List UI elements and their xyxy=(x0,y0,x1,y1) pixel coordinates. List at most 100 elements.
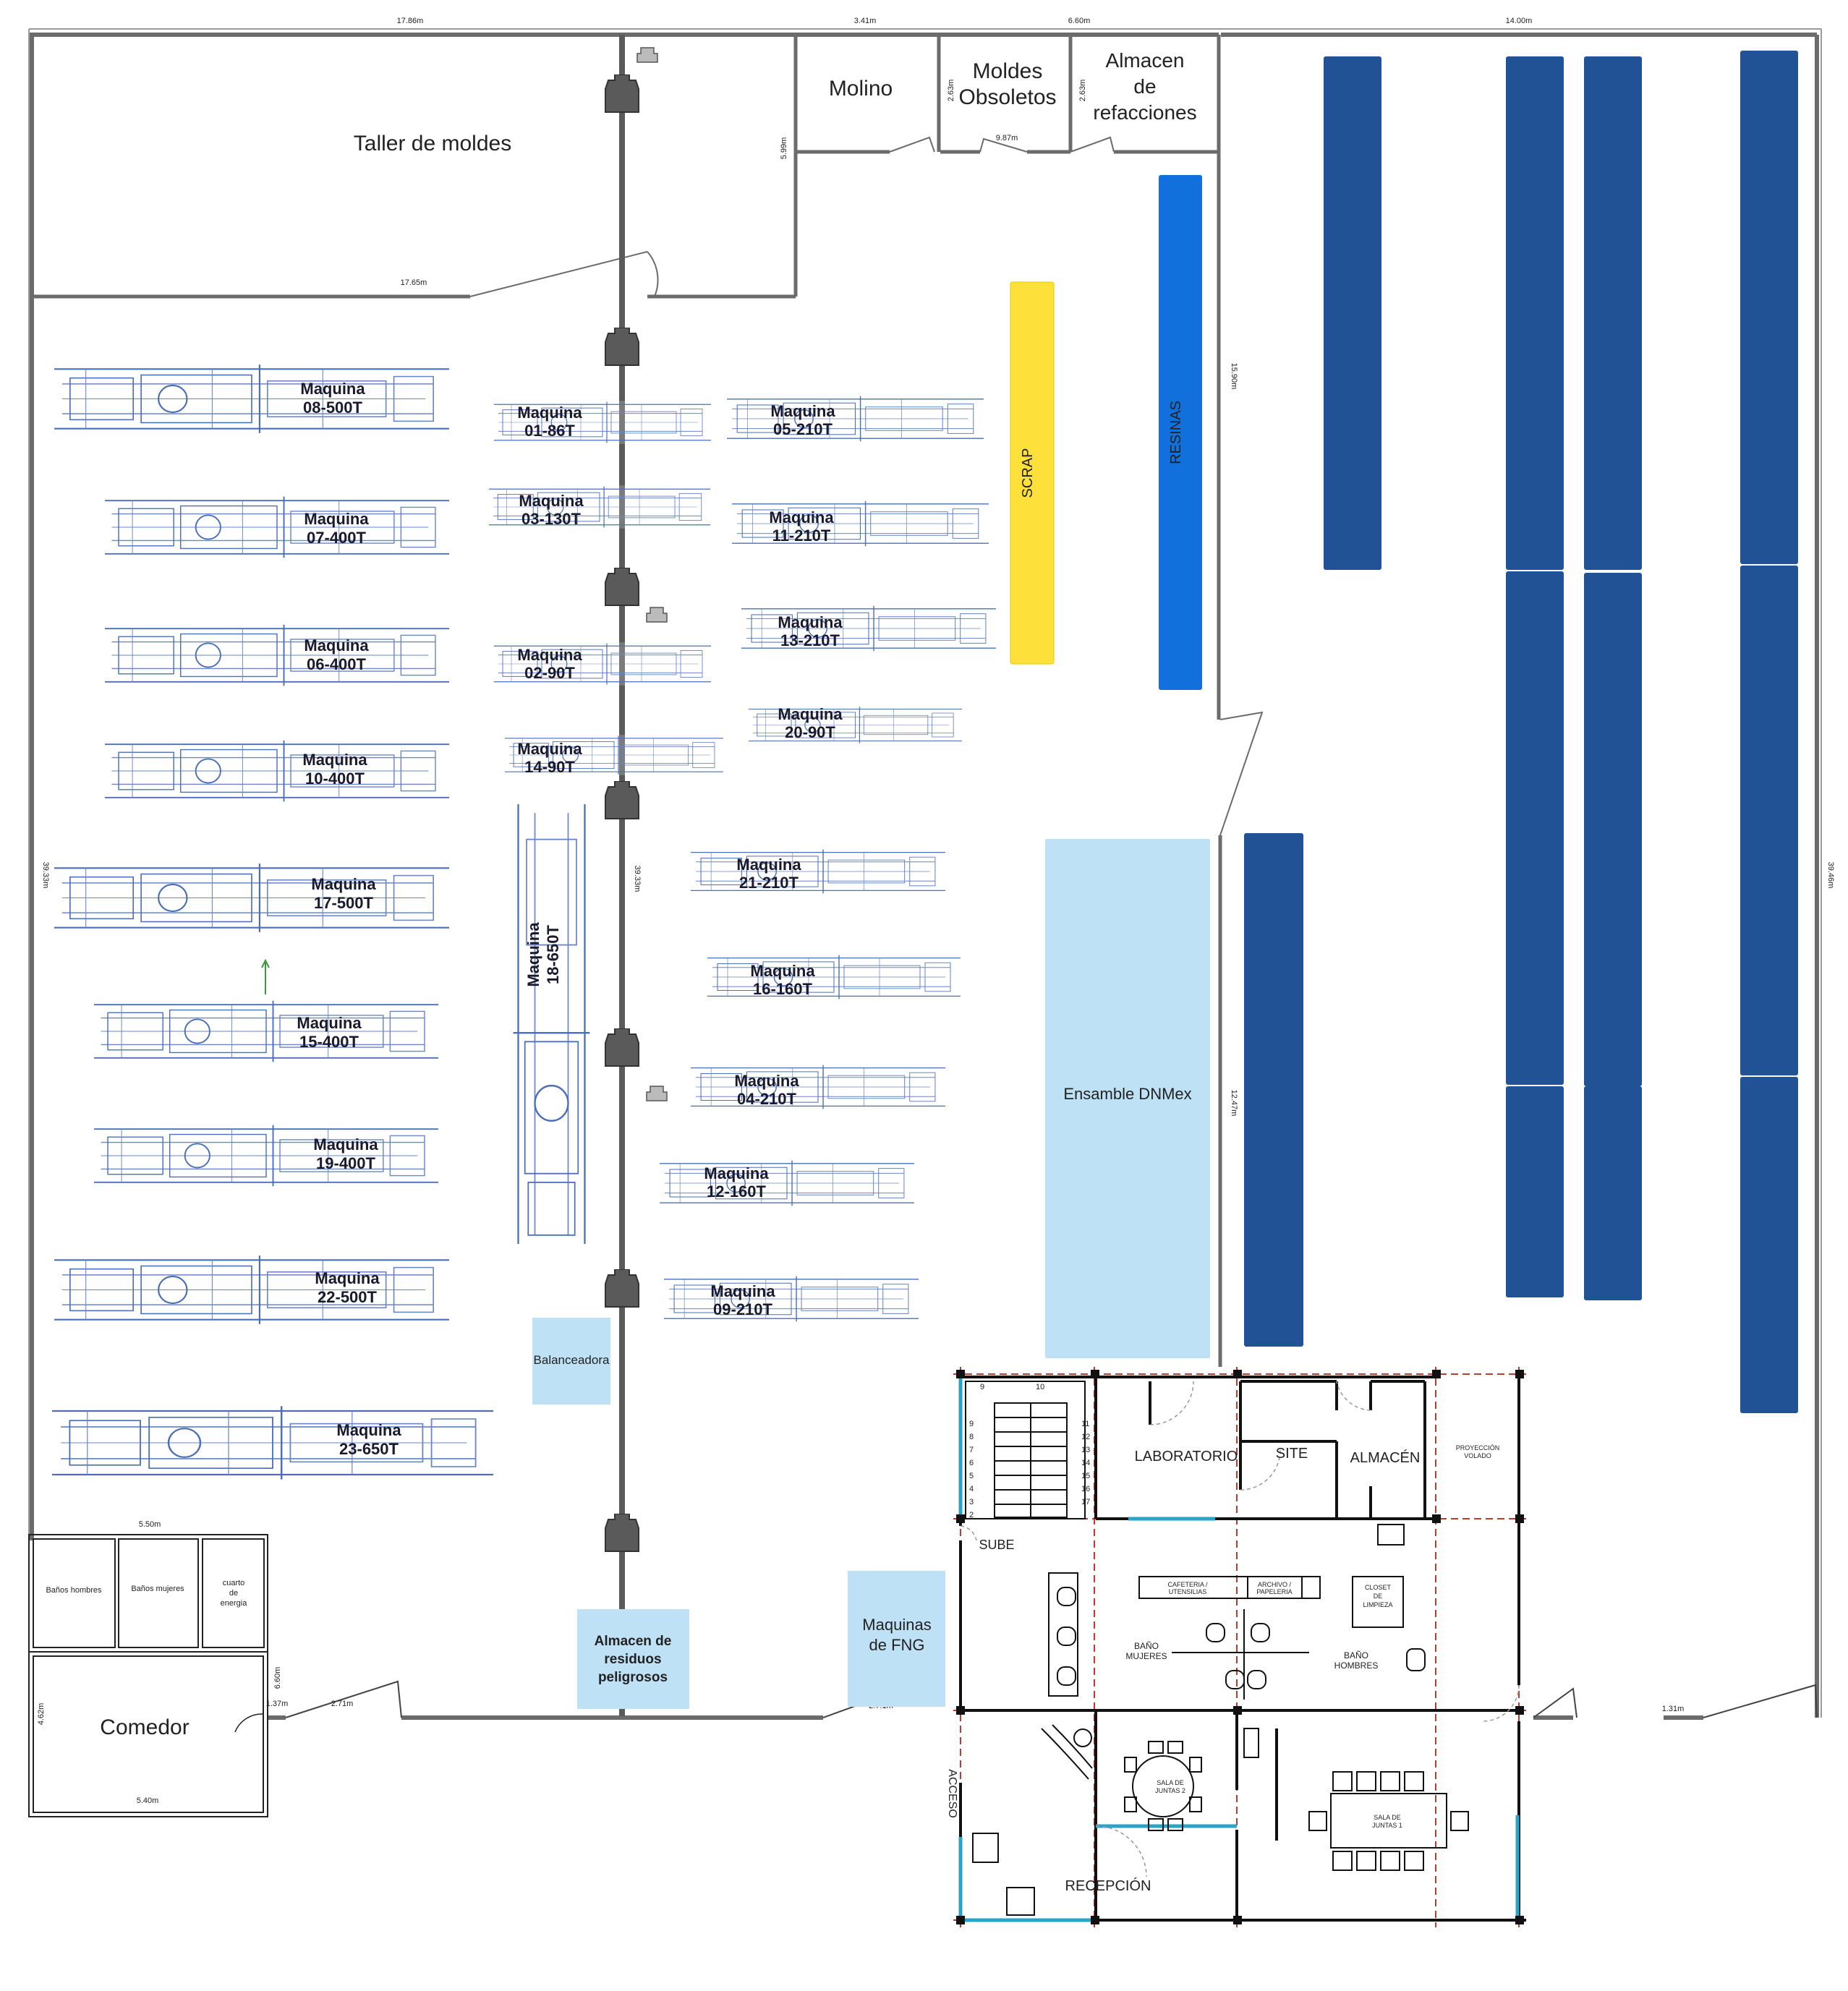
machine-15-label-2: 15-400T xyxy=(299,1033,359,1051)
bano-hombres-label-1: BAÑO xyxy=(1344,1650,1368,1660)
stair-step-r5: 15 xyxy=(1081,1472,1090,1480)
dim-ensamble-wall: 12.47m xyxy=(1230,1090,1238,1117)
machine-02-label-1: Maquina xyxy=(517,646,582,664)
dim-taller-right: 5.99m xyxy=(780,137,788,160)
machine-08-label-2: 08-500T xyxy=(303,398,363,417)
machine-23-label-1: Maquina xyxy=(336,1421,401,1439)
sala1-label-1: SALA DE xyxy=(1374,1814,1401,1821)
racks xyxy=(1244,51,1798,1413)
bottom-left-rooms xyxy=(28,1534,268,1817)
machine-17-label-1: Maquina xyxy=(311,875,376,893)
stair-step-l1: 9 xyxy=(969,1420,974,1428)
machine-10-label-1: Maquina xyxy=(302,751,367,769)
dim-door-c: 1.31m xyxy=(1662,1705,1685,1713)
comedor-label: Comedor xyxy=(100,1715,189,1739)
bano-mujeres-label-1: BAÑO xyxy=(1134,1641,1159,1651)
machine-18-label-1: Maquina xyxy=(524,922,542,987)
machine-21-label-2: 21-210T xyxy=(739,874,799,892)
recepcion-label: RECEPCIÓN xyxy=(1065,1877,1151,1894)
crane-clamp-2 xyxy=(605,328,639,366)
machine-13-label-2: 13-210T xyxy=(780,631,840,649)
stair-step-top-right: 10 xyxy=(1036,1383,1044,1391)
residuos-label-3: peligrosos xyxy=(598,1670,668,1685)
machine-03-label-1: Maquina xyxy=(519,492,584,510)
machine-17-label-2: 17-500T xyxy=(314,894,374,912)
machine-22-label-1: Maquina xyxy=(315,1269,380,1287)
machines-middle: Maquina 01-86T Maquina 03-130T Maquina 0… xyxy=(489,400,723,1244)
almacen-ref-label-1: Almacen xyxy=(1106,49,1185,72)
balanceadora-area xyxy=(532,1318,610,1404)
sube-label: SUBE xyxy=(979,1538,1014,1552)
banos-hombres-label: Baños hombres xyxy=(46,1586,102,1595)
closet-label-1: CLOSET xyxy=(1365,1584,1392,1591)
dim-resinas-wall: 15.90m xyxy=(1230,363,1238,390)
crane-clamp-3 xyxy=(605,568,639,606)
stair-step-l3: 7 xyxy=(969,1446,974,1454)
machine-22-label-2: 22-500T xyxy=(318,1288,378,1306)
scrap-label: SCRAP xyxy=(1020,448,1036,498)
machines-left: Maquina 08-500T Maquina 07-400T Maquina … xyxy=(52,362,493,1483)
machine-19-label-2: 19-400T xyxy=(316,1154,376,1172)
sala2-label-2: JUNTAS 2 xyxy=(1155,1787,1185,1794)
small-equipment-2 xyxy=(646,607,668,623)
site-label: SITE xyxy=(1276,1446,1308,1462)
closet-label-2: DE xyxy=(1374,1593,1383,1600)
dim-almacen-left: 2.63m xyxy=(1078,80,1087,102)
reception-desk xyxy=(972,1724,1259,1916)
machine-05-label-2: 05-210T xyxy=(773,420,833,438)
dim-door-a: 1.37m xyxy=(266,1700,289,1708)
rack-4b xyxy=(1740,566,1798,1075)
bano-hombres-label-2: HOMBRES xyxy=(1334,1660,1379,1671)
storage-areas: SCRAP RESINAS Ensamble DNMex Balanceador… xyxy=(532,175,1210,1709)
machine-23-label-2: 23-650T xyxy=(339,1440,399,1458)
resinas-area xyxy=(1159,175,1202,690)
dim-left-wall: 39.33m xyxy=(41,862,50,889)
machine-02-label-2: 02-90T xyxy=(524,664,575,682)
acceso-label: ACCESO xyxy=(946,1769,958,1818)
dim-right-wall: 39.46m xyxy=(1826,862,1835,889)
fng-label-1: Maquinas xyxy=(862,1616,931,1634)
cuarto-label-2: de xyxy=(229,1589,238,1598)
stair-step-l8: 2 xyxy=(969,1511,974,1519)
fng-label-2: de FNG xyxy=(869,1636,924,1654)
machine-21-label-1: Maquina xyxy=(736,856,801,874)
dim-comedor-left: 4.62m xyxy=(37,1703,46,1726)
rack-3c xyxy=(1584,1086,1642,1300)
machine-06-label-1: Maquina xyxy=(304,636,369,655)
proyeccion-label-1: PROYECCIÓN xyxy=(1456,1444,1500,1451)
dim-top3: 6.60m xyxy=(1068,17,1091,25)
stair-step-r1: 11 xyxy=(1081,1420,1089,1428)
rack-5 xyxy=(1244,833,1303,1347)
rack-3a xyxy=(1584,56,1642,570)
office-block: 9 10 9 8 7 6 5 4 3 2 11 12 13 14 15 16 1… xyxy=(953,1367,1526,1927)
almacen-office-label: ALMACÉN xyxy=(1350,1449,1421,1466)
machine-07-label-2: 07-400T xyxy=(307,529,367,547)
machine-07-label-1: Maquina xyxy=(304,510,369,528)
archivo-label-2: PAPELERIA xyxy=(1256,1588,1292,1595)
machine-12-label-2: 12-160T xyxy=(707,1182,767,1201)
proyeccion-label-2: VOLADO xyxy=(1464,1452,1491,1459)
molino-label: Molino xyxy=(829,77,893,101)
dim-top4: 14.00m xyxy=(1506,17,1533,25)
machine-13-label-1: Maquina xyxy=(778,613,843,631)
machine-09-label-1: Maquina xyxy=(710,1282,775,1300)
sala1-label-2: JUNTAS 1 xyxy=(1372,1822,1402,1829)
stair-step-l5: 5 xyxy=(969,1472,974,1480)
machine-20-label-1: Maquina xyxy=(778,705,843,723)
machine-10-label-2: 10-400T xyxy=(305,769,365,788)
dim-comedor-bottom: 5.40m xyxy=(137,1796,159,1805)
banos-mujeres-label: Baños mujeres xyxy=(131,1585,184,1593)
sala2-label-1: SALA DE xyxy=(1157,1779,1184,1786)
taller-label: Taller de moldes xyxy=(354,132,511,155)
scrap-area xyxy=(1010,281,1055,665)
stair-step-l7: 3 xyxy=(969,1498,974,1506)
rack-4c xyxy=(1740,1077,1798,1413)
crane-clamp-1 xyxy=(605,74,639,113)
dimension-labels: 17.86m 3.41m 6.60m 14.00m 17.65m 5.99m 2… xyxy=(37,17,1835,1805)
cafeteria-label-1: CAFETERIA / xyxy=(1167,1581,1208,1588)
dim-top2: 3.41m xyxy=(854,17,877,25)
crane-clamp-5 xyxy=(605,1028,639,1067)
cuarto-label-3: energia xyxy=(221,1599,248,1608)
machine-04-label-1: Maquina xyxy=(734,1072,799,1090)
residuos-label-1: Almacen de xyxy=(595,1634,672,1649)
